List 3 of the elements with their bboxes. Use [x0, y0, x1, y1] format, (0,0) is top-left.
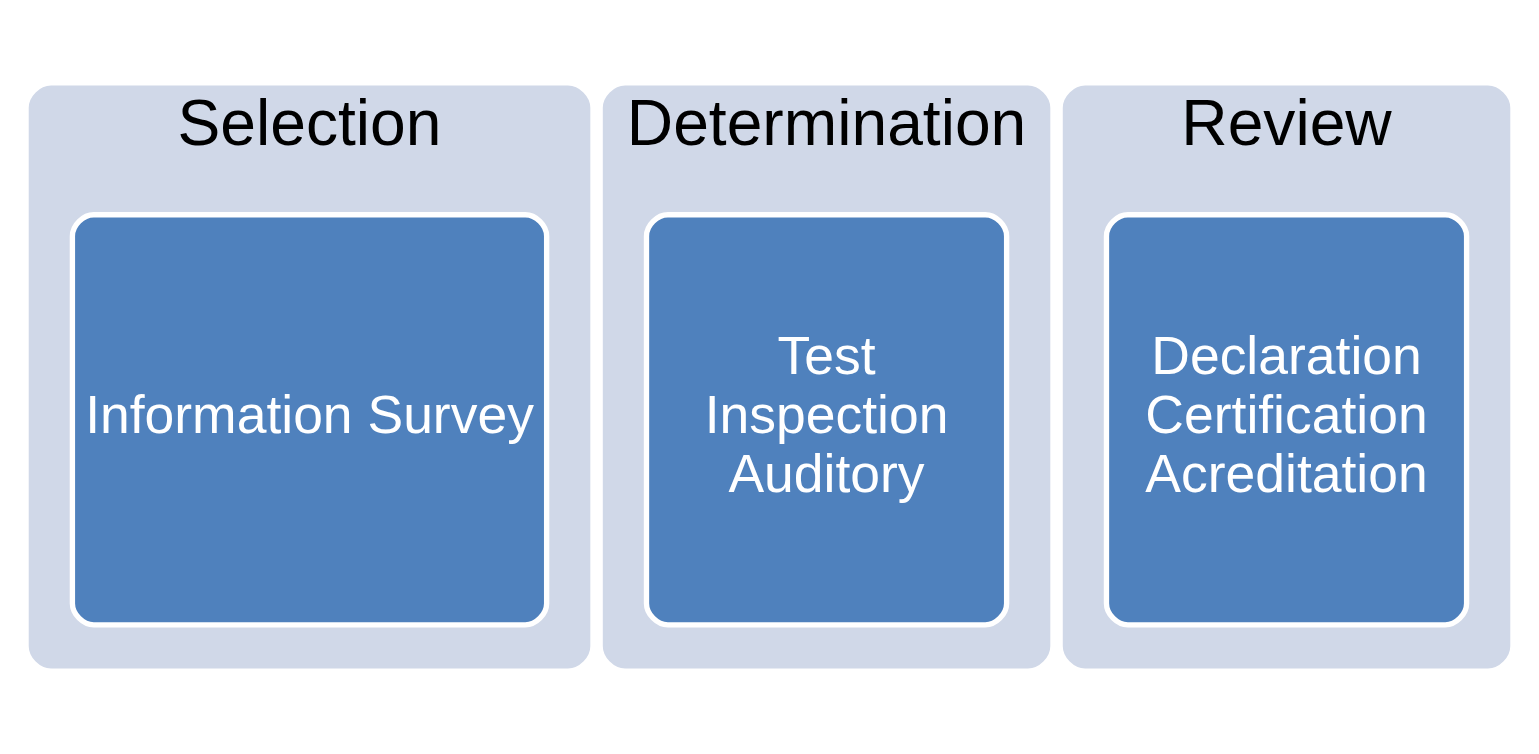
- node-box: Test Inspection Auditory: [643, 212, 1010, 628]
- node-box: Information Survey: [69, 212, 550, 628]
- node-box: Declaration Certification Acreditation: [1103, 212, 1470, 628]
